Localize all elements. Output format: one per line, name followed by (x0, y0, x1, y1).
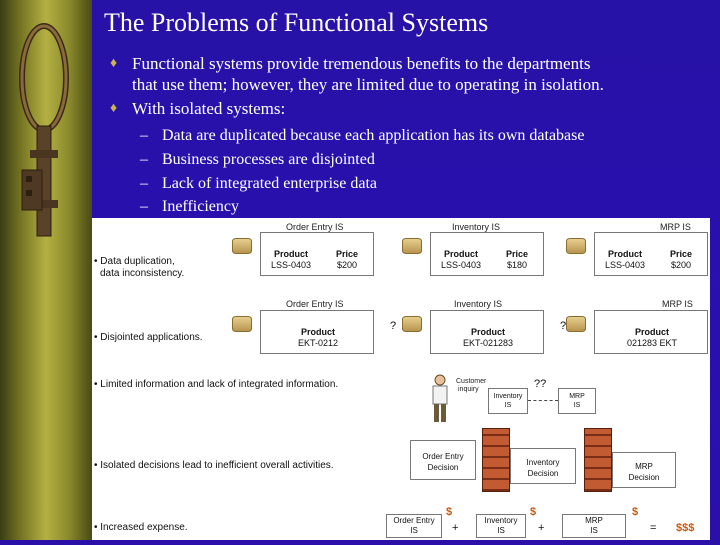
key-illustration-panel (0, 0, 92, 540)
price-header: Price (669, 249, 693, 259)
mrp-label-2: IS (573, 402, 581, 409)
database-icon (232, 238, 252, 254)
subbullet-text: Business processes are disjointed (162, 151, 375, 168)
plus-sign: + (452, 522, 459, 534)
cost-box-label: MRP (585, 516, 603, 525)
cost-box-label-2: IS (410, 526, 418, 535)
row1-label-2: data inconsistency. (100, 268, 185, 279)
product-header: Product (443, 249, 478, 259)
product-code: LSS-0403 (270, 260, 312, 270)
bullet-diamond-icon: ♦ (110, 101, 118, 116)
cost-mark: $ (632, 506, 639, 518)
inventory-label-2: IS (504, 402, 512, 409)
cost-box-label-2: IS (497, 526, 505, 535)
row5-label: • Increased expense. (94, 522, 188, 533)
product-header: Product (300, 327, 335, 337)
inventory-label: Inventory (493, 393, 523, 400)
decision-label-2: Decision (527, 469, 559, 478)
product-header: Product (273, 249, 308, 259)
decision-label-2: Decision (628, 473, 660, 482)
functional-systems-figure: • Data duplication, data inconsistency. … (92, 218, 710, 540)
cost-box-label: Inventory (484, 516, 518, 525)
database-icon (566, 316, 586, 332)
inventory-is-title: Inventory IS (452, 222, 501, 232)
product-code: EKT-0212 (297, 338, 339, 348)
dash-mark: – (140, 198, 148, 215)
product-header: Product (470, 327, 505, 337)
price-value: $180 (506, 260, 528, 270)
double-question-mark: ?? (534, 378, 547, 390)
customer-label-2: inquiry (458, 386, 479, 393)
question-mark: ? (390, 320, 397, 332)
product-code: 021283 EKT (626, 338, 678, 348)
product-header: Product (607, 249, 642, 259)
equals-sign: = (650, 522, 657, 534)
product-code: LSS-0403 (604, 260, 646, 270)
database-icon (402, 316, 422, 332)
mrp-is-box: MRP IS (558, 388, 596, 414)
mrp-decision: MRP Decision (612, 452, 676, 488)
customer-label: Customer (456, 378, 487, 385)
dash-mark: – (140, 151, 148, 168)
decision-label-2: Decision (427, 463, 459, 472)
product-code: LSS-0403 (440, 260, 482, 270)
price-header: Price (505, 249, 529, 259)
row2-label: • Disjointed applications. (94, 332, 203, 343)
price-header: Price (335, 249, 359, 259)
subbullet-text: Data are duplicated because each applica… (162, 127, 585, 144)
bullet-diamond-icon: ♦ (110, 56, 118, 71)
cost-mark: $ (530, 506, 537, 518)
mrp-label: MRP (569, 393, 585, 400)
brick-wall-icon (584, 428, 612, 492)
mrp-is-title: MRP IS (662, 299, 693, 309)
order-entry-is-title: Order Entry IS (286, 222, 344, 232)
cost-box-label: Order Entry (393, 516, 435, 525)
total-cost: $$$ (676, 522, 695, 534)
dash-mark: – (140, 175, 148, 192)
price-value: $200 (336, 260, 358, 270)
cost-mark: $ (446, 506, 453, 518)
subbullet-text: Lack of integrated enterprise data (162, 175, 377, 192)
product-code: EKT-021283 (462, 338, 514, 348)
row1-label: • Data duplication, (94, 256, 175, 267)
mrp-is-title: MRP IS (660, 222, 691, 232)
question-mark: ? (560, 320, 567, 332)
database-icon (566, 238, 586, 254)
row4-label: • Isolated decisions lead to inefficient… (94, 460, 334, 471)
inventory-is-title: Inventory IS (454, 299, 503, 309)
row3-label: • Limited information and lack of integr… (94, 379, 339, 390)
brick-wall-icon (482, 428, 510, 492)
bullet-text: With isolated systems: (132, 99, 286, 118)
product-header: Product (634, 327, 669, 337)
decision-label: Order Entry (422, 452, 464, 461)
connector-line (528, 400, 558, 401)
subbullet-text: Inefficiency (162, 198, 239, 215)
slide-title: The Problems of Functional Systems (104, 8, 489, 37)
bullet-text-line2: that use them; however, they are limited… (132, 75, 604, 94)
key-icon (19, 23, 69, 237)
cost-box-label-2: IS (590, 526, 598, 535)
bullet-text-line1: Functional systems provide tremendous be… (132, 54, 591, 73)
decision-label: Inventory (526, 458, 560, 467)
database-icon (402, 238, 422, 254)
plus-sign: + (538, 522, 545, 534)
price-value: $200 (670, 260, 692, 270)
decision-label: MRP (635, 462, 653, 471)
database-icon (232, 316, 252, 332)
dash-mark: – (140, 127, 148, 144)
order-entry-is-title: Order Entry IS (286, 299, 344, 309)
person-icon (432, 374, 448, 422)
